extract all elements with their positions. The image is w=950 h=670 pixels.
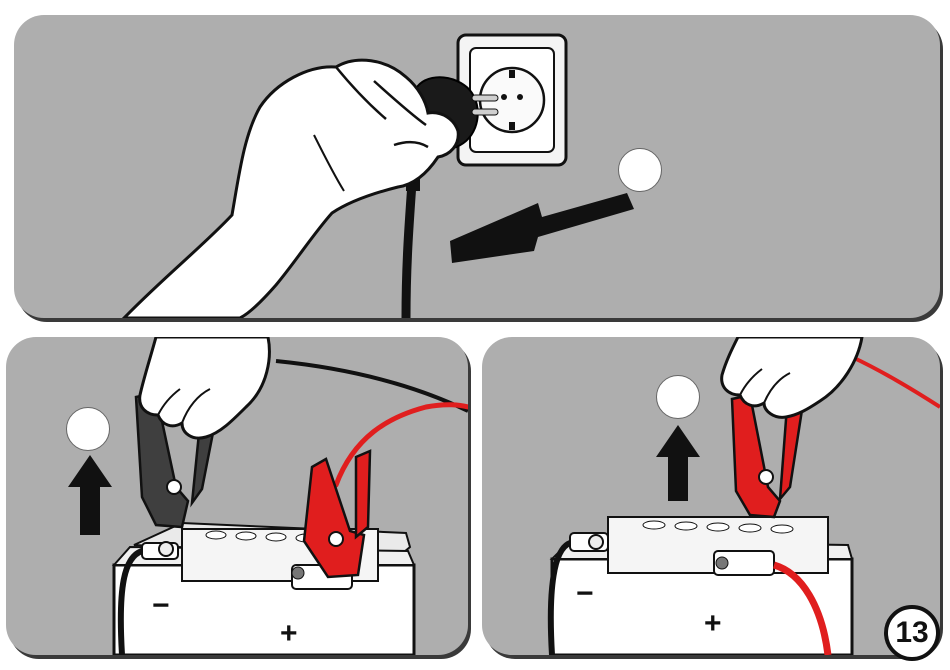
positive-sign: + [704,607,722,640]
negative-sign: − [576,577,594,610]
step-marker-circle [66,407,110,451]
black-clamp-illustration: − + [6,337,468,655]
unplug-illustration [14,15,940,318]
pull-arrow [450,193,634,263]
panel-unplug [14,15,940,318]
panel-remove-black-clamp: − + [6,337,468,655]
red-clamp-illustration: − + [482,337,940,655]
panel-remove-red-clamp: − + [482,337,940,655]
step-marker-circle [618,148,662,192]
step-number-badge: 13 [884,605,940,661]
step-marker-circle [656,375,700,419]
up-arrow-left [68,455,112,535]
red-cable-top [852,357,940,407]
charger-cable [406,183,412,318]
negative-sign: − [152,589,170,622]
up-arrow-right [656,425,700,501]
positive-sign: + [280,617,298,650]
